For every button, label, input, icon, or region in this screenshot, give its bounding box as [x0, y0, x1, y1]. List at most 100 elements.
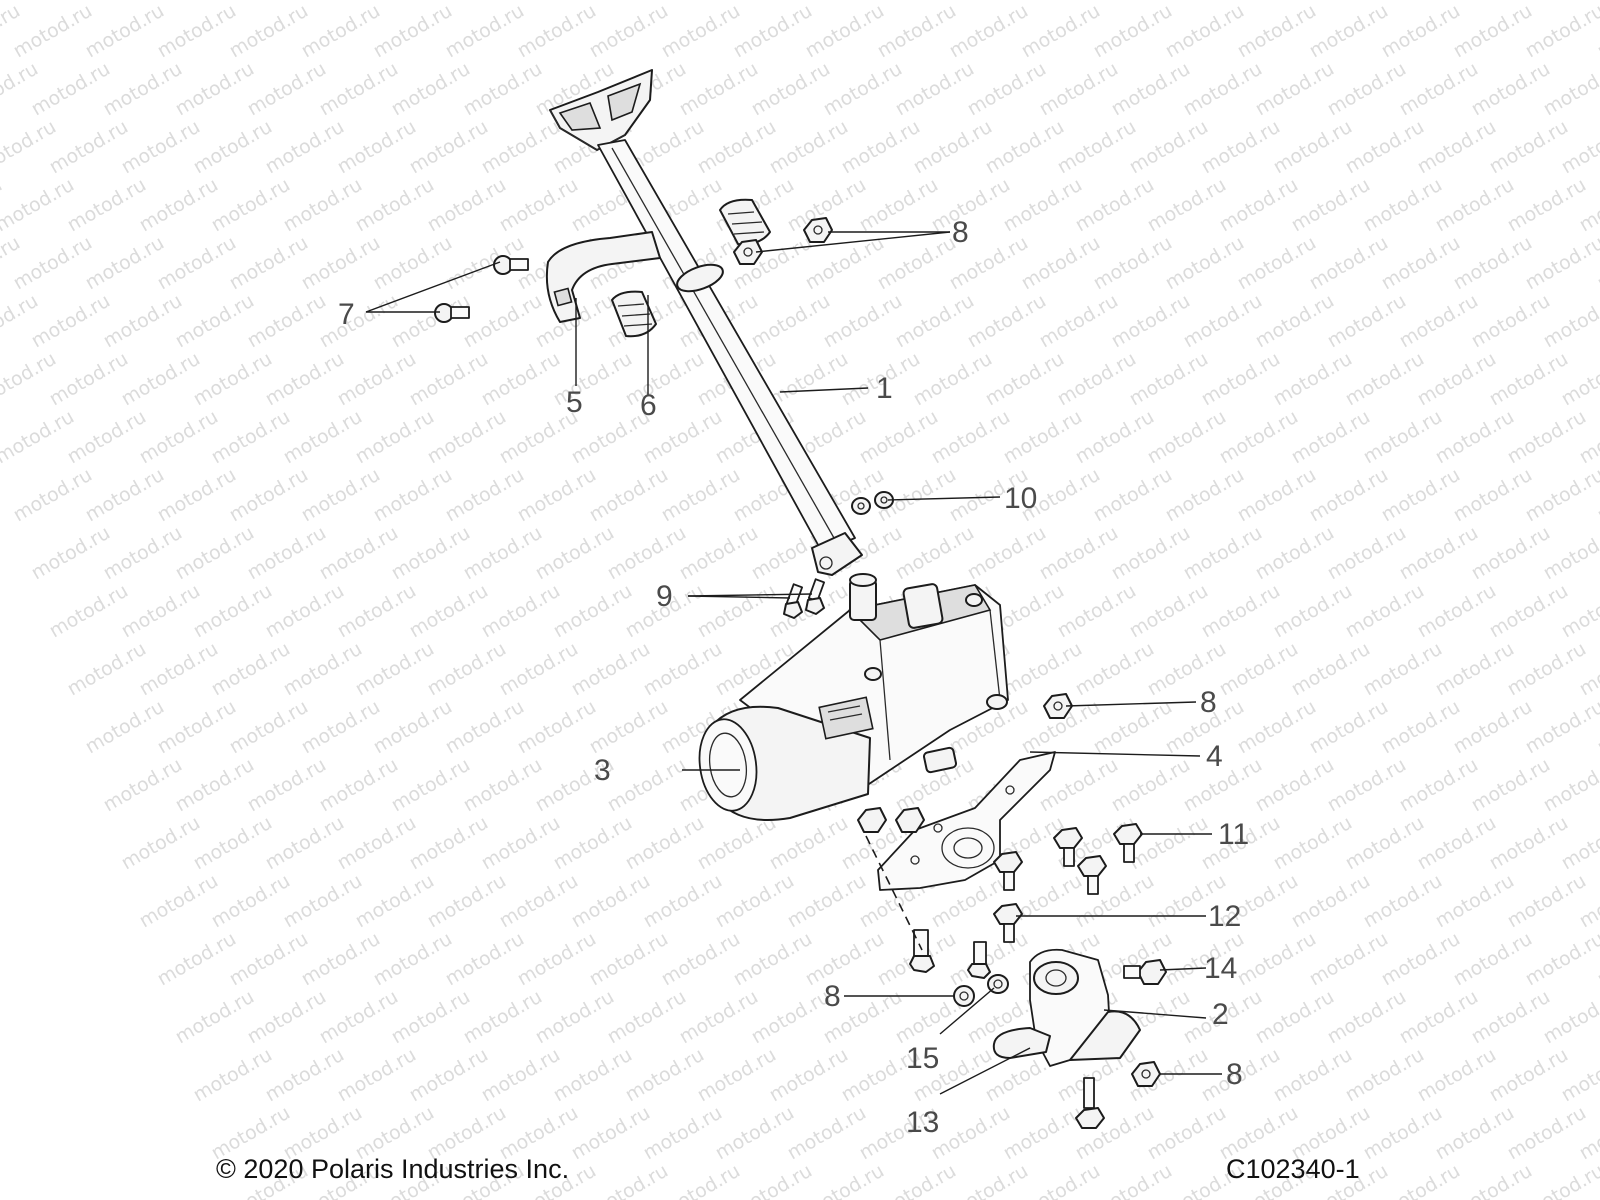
watermark-text: motod.ru	[658, 464, 744, 527]
watermark-text: motod.ru	[1342, 116, 1428, 179]
callout-8-plate: 8	[1200, 686, 1217, 719]
watermark-text: motod.ru	[154, 0, 240, 62]
nut-under-plate-a	[857, 807, 887, 833]
watermark-text: motod.ru	[478, 1044, 564, 1107]
watermark-text: motod.ru	[874, 0, 960, 62]
callout-8-right: 8	[1226, 1058, 1243, 1091]
watermark-text: motod.ru	[388, 754, 474, 817]
watermark-text: motod.ru	[856, 174, 942, 237]
watermark-text: motod.ru	[1018, 232, 1104, 295]
watermark-text: motod.ru	[1090, 464, 1176, 527]
watermark-text: motod.ru	[748, 986, 834, 1049]
watermark-text: motod.ru	[316, 58, 402, 121]
watermark-text: motod.ru	[28, 58, 114, 121]
watermark-text: motod.ru	[208, 638, 294, 701]
bolt-7-lower	[434, 303, 470, 323]
callout-10: 10	[1004, 482, 1037, 515]
watermark-text: motod.ru	[370, 0, 456, 62]
watermark-text: motod.ru	[1432, 870, 1518, 933]
watermark-text: motod.ru	[478, 580, 564, 643]
watermark-text: motod.ru	[550, 812, 636, 875]
mounting-plate	[877, 751, 1056, 891]
watermark-text: motod.ru	[298, 696, 384, 759]
watermark-text: motod.ru	[1450, 928, 1536, 991]
watermark-text: motod.ru	[1342, 348, 1428, 411]
watermark-text: motod.ru	[1180, 58, 1266, 121]
watermark-text: motod.ru	[1072, 870, 1158, 933]
watermark-text: motod.ru	[514, 0, 600, 62]
callout-6: 6	[640, 389, 657, 422]
watermark-text: motod.ru	[694, 116, 780, 179]
watermark-text: motod.ru	[244, 58, 330, 121]
watermark-text: motod.ru	[766, 812, 852, 875]
watermark-text: motod.ru	[1450, 232, 1536, 295]
watermark-text: motod.ru	[1396, 58, 1482, 121]
nut-8-upper-b	[733, 239, 763, 265]
watermark-text: motod.ru	[1126, 348, 1212, 411]
watermark-text: motod.ru	[928, 174, 1014, 237]
watermark-text: motod.ru	[1090, 0, 1176, 62]
watermark-text: motod.ru	[442, 696, 528, 759]
watermark-text: motod.ru	[1486, 1044, 1572, 1107]
watermark-text: motod.ru	[64, 406, 150, 469]
watermark-text: motod.ru	[712, 1102, 798, 1165]
watermark-text: motod.ru	[604, 522, 690, 585]
watermark-text: motod.ru	[658, 1160, 744, 1200]
watermark-text: motod.ru	[1540, 290, 1600, 353]
nut-8-plate	[1043, 693, 1073, 719]
watermark-text: motod.ru	[478, 812, 564, 875]
watermark-text: motod.ru	[298, 928, 384, 991]
watermark-text: motod.ru	[100, 754, 186, 817]
column-clamp-bracket	[545, 231, 661, 323]
watermark-text: motod.ru	[1306, 464, 1392, 527]
watermark-text: motod.ru	[1450, 464, 1536, 527]
watermark-text: motod.ru	[1540, 522, 1600, 585]
watermark-text: motod.ru	[514, 464, 600, 527]
watermark-text: motod.ru	[802, 0, 888, 62]
watermark-text: motod.ru	[1000, 638, 1086, 701]
nut-8-upper-a	[803, 217, 833, 243]
watermark-text: motod.ru	[262, 1044, 348, 1107]
watermark-text: motod.ru	[928, 1102, 1014, 1165]
bolt-12-a	[993, 851, 1023, 891]
diagram-code: C102340-1	[1226, 1154, 1360, 1184]
watermark-text: motod.ru	[46, 348, 132, 411]
callout-3: 3	[594, 754, 611, 787]
watermark-text: motod.ru	[1522, 0, 1600, 62]
watermark-text: motod.ru	[1000, 406, 1086, 469]
callout-8-top: 8	[952, 216, 969, 249]
watermark-text: motod.ru	[1252, 986, 1338, 1049]
watermark-text: motod.ru	[1198, 348, 1284, 411]
watermark-text: motod.ru	[226, 0, 312, 62]
watermark-text: motod.ru	[1360, 870, 1446, 933]
watermark-text: motod.ru	[1234, 232, 1320, 295]
watermark-text: motod.ru	[1126, 812, 1212, 875]
watermark-text: motod.ru	[1432, 406, 1518, 469]
watermark-text: motod.ru	[190, 348, 276, 411]
watermark-text: motod.ru	[1000, 1102, 1086, 1165]
nut-8-lower-left	[953, 985, 975, 1007]
watermark-text: motod.ru	[1126, 580, 1212, 643]
watermark-text: motod.ru	[100, 290, 186, 353]
watermark-text: motod.ru	[226, 232, 312, 295]
watermark-text: motod.ru	[82, 696, 168, 759]
watermark-text: motod.ru	[1522, 928, 1600, 991]
stud-b	[967, 941, 991, 979]
watermark-text: motod.ru	[1522, 232, 1600, 295]
watermark-text: motod.ru	[964, 58, 1050, 121]
watermark-text: motod.ru	[1486, 812, 1572, 875]
stud-a	[909, 929, 935, 973]
watermark-text: motod.ru	[208, 870, 294, 933]
watermark-text: motod.ru	[730, 0, 816, 62]
watermark-text: motod.ru	[280, 638, 366, 701]
watermark-text: motod.ru	[1378, 696, 1464, 759]
watermark-text: motod.ru	[1414, 812, 1500, 875]
watermark-text: motod.ru	[1486, 580, 1572, 643]
watermark-text: motod.ru	[1324, 522, 1410, 585]
watermark-text: motod.ru	[316, 290, 402, 353]
watermark-text: motod.ru	[460, 290, 546, 353]
watermark-text: motod.ru	[1072, 174, 1158, 237]
watermark-text: motod.ru	[28, 290, 114, 353]
watermark-text: motod.ru	[298, 464, 384, 527]
watermark-text: motod.ru	[1252, 290, 1338, 353]
